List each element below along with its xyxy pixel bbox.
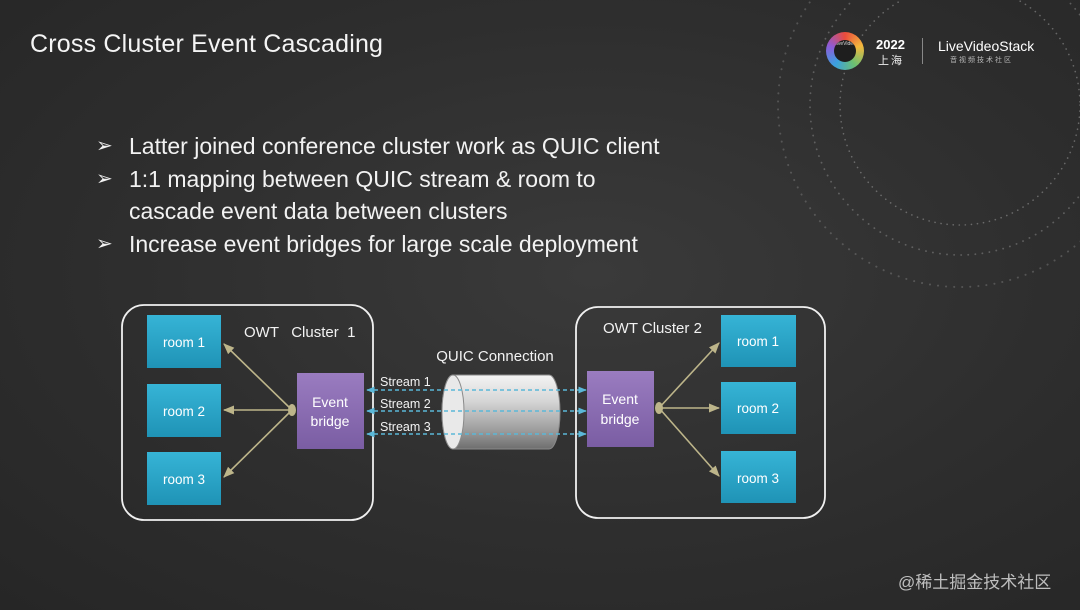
logo-subtitle: 音视频技术社区 xyxy=(950,57,1013,64)
bullet-text: cascade event data between clusters xyxy=(129,198,508,224)
bullet-list: ➢ Latter joined conference cluster work … xyxy=(96,130,660,260)
quic-cylinder-end xyxy=(441,374,465,450)
bullet-item: ➢ 1:1 mapping between QUIC stream & room… xyxy=(96,163,660,196)
cluster-2-room-3-label: room 3 xyxy=(737,471,779,486)
cluster-1-label: OWT Cluster 1 xyxy=(244,324,355,341)
bullet-item: ➢ Latter joined conference cluster work … xyxy=(96,130,660,163)
cluster-1-room-2-label: room 2 xyxy=(163,404,205,419)
cluster-2-event-bridge xyxy=(587,371,654,447)
cluster-2-bridge-label-line1: Event xyxy=(602,391,638,407)
logo-brand: LiveVideoStack xyxy=(938,38,1035,54)
quic-connection: QUIC Connection Stream 1 Stream 2 Stream… xyxy=(366,348,587,450)
cluster-1: OWT Cluster 1 room 1 room 2 room 3 Event… xyxy=(121,304,374,521)
bullet-text: Latter joined conference cluster work as… xyxy=(129,133,660,159)
cluster-1-link-room-1 xyxy=(223,343,293,411)
logo-year: 2022 xyxy=(876,37,905,52)
bullet-text: 1:1 mapping between QUIC stream & room t… xyxy=(129,165,596,192)
cluster-1-event-bridge xyxy=(297,373,364,449)
cluster-2-link-room-1 xyxy=(658,342,720,409)
cluster-1-room-1 xyxy=(147,315,221,368)
cluster-2-frame xyxy=(575,306,826,519)
stream-1-label: Stream 1 xyxy=(380,375,431,389)
bullet-item: ➢ Increase event bridges for large scale… xyxy=(96,228,660,261)
quic-connection-label: QUIC Connection xyxy=(436,348,554,365)
cluster-2-room-3 xyxy=(721,451,796,503)
cluster-1-link-room-3 xyxy=(223,409,293,478)
cluster-2-label: OWT Cluster 2 xyxy=(603,320,702,337)
cluster-1-room-1-label: room 1 xyxy=(163,335,205,350)
bullet-continuation: cascade event data between clusters xyxy=(96,195,660,228)
cluster-2-room-2 xyxy=(721,382,796,434)
event-logo: LiveVideoStackCon 2022 上海 LiveVideoStack… xyxy=(826,30,1058,72)
slide-title: Cross Cluster Event Cascading xyxy=(30,30,384,58)
arrow-bullet-icon: ➢ xyxy=(96,167,113,190)
cluster-1-bridge-label-line2: bridge xyxy=(311,413,350,429)
stream-2-label: Stream 2 xyxy=(380,397,431,411)
bullet-text: Increase event bridges for large scale d… xyxy=(129,230,638,257)
cluster-2-room-1 xyxy=(721,315,796,367)
cluster-1-room-3 xyxy=(147,452,221,505)
cluster-2-room-1-label: room 1 xyxy=(737,334,779,349)
cluster-1-room-2 xyxy=(147,384,221,437)
stream-3-label: Stream 3 xyxy=(380,420,431,434)
conference-badge-icon: LiveVideoStackCon xyxy=(826,32,864,70)
logo-divider xyxy=(922,38,923,64)
cluster-2: OWT Cluster 2 Event bridge room 1 room 2… xyxy=(575,306,826,519)
cluster-1-hub-dot xyxy=(288,404,296,416)
cluster-1-bridge-label-line1: Event xyxy=(312,394,348,410)
badge-text: LiveVideoStackCon xyxy=(834,40,856,62)
logo-city: 上海 xyxy=(878,55,904,67)
cluster-2-hub-dot xyxy=(655,402,663,414)
arrow-bullet-icon: ➢ xyxy=(96,135,113,157)
cluster-2-room-2-label: room 2 xyxy=(737,401,779,416)
cluster-2-link-room-3 xyxy=(658,407,720,477)
cluster-2-bridge-label-line2: bridge xyxy=(601,411,640,427)
arrow-bullet-icon: ➢ xyxy=(96,232,113,255)
watermark: @稀土掘金技术社区 xyxy=(898,573,1052,592)
cluster-1-room-3-label: room 3 xyxy=(163,472,205,487)
